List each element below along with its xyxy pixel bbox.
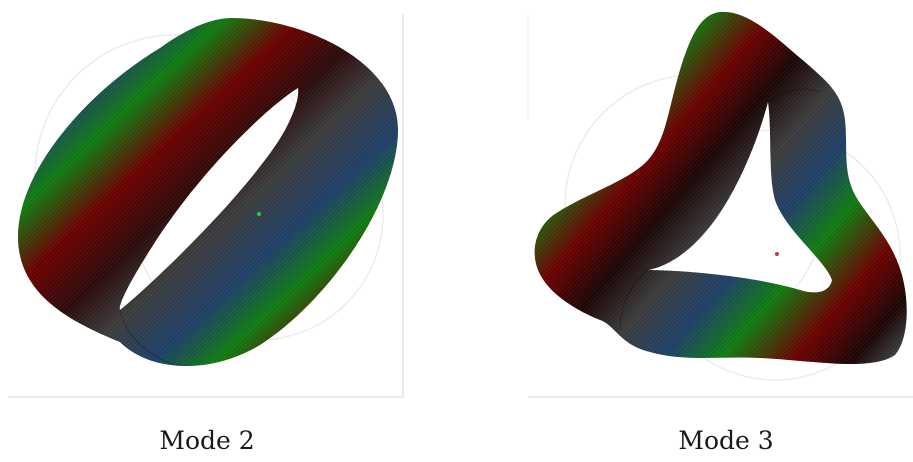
mode-3-caption: Mode 3 bbox=[678, 426, 774, 455]
band-edge bbox=[767, 88, 821, 103]
mode-3-panel: Mode 3 bbox=[520, 0, 913, 462]
trefoil-mesh-overlay bbox=[534, 11, 907, 364]
center-marker bbox=[775, 252, 779, 256]
mode-3-render bbox=[527, 11, 913, 398]
center-marker bbox=[257, 212, 261, 216]
mode-2-render bbox=[8, 14, 404, 398]
band-edge bbox=[119, 309, 181, 366]
mode-2-caption: Mode 2 bbox=[159, 426, 255, 455]
ring-mesh-overlay bbox=[17, 18, 399, 367]
mode-2-panel: Mode 2 bbox=[0, 0, 420, 462]
band-edge bbox=[619, 269, 649, 331]
